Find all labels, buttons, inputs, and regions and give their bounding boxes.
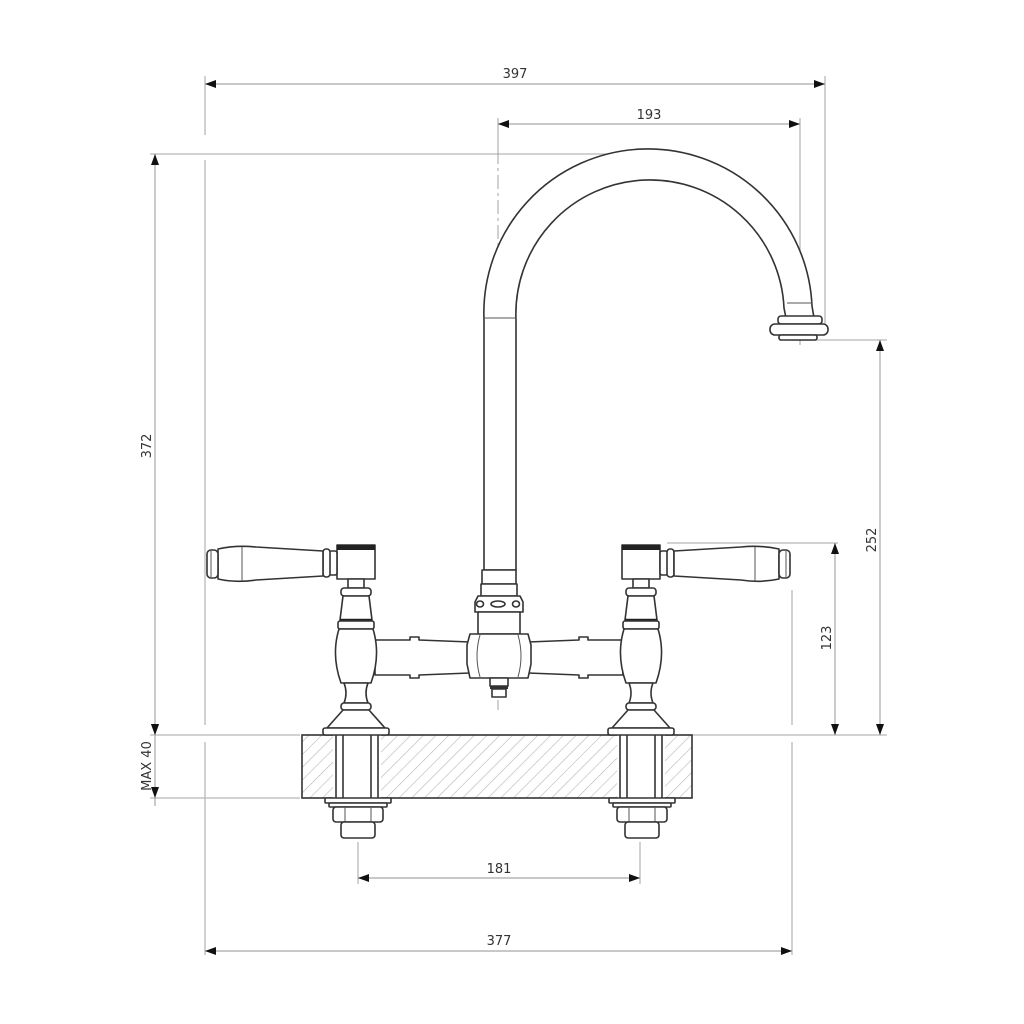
dim-label-377: 377 (487, 934, 512, 949)
dimension-377: 377 (205, 934, 792, 955)
central-hub (466, 569, 532, 698)
right-lever-handle (659, 545, 791, 583)
dim-label-252: 252 (865, 528, 880, 553)
dimension-397: 397 (205, 67, 825, 88)
right-fixing-nut (608, 797, 676, 839)
dimension-123: 123 (820, 543, 839, 735)
swan-neck-spout (483, 148, 829, 571)
dim-label-123: 123 (820, 626, 835, 651)
dim-label-193: 193 (637, 108, 662, 123)
left-fixing-nut (324, 797, 392, 839)
dim-label-397: 397 (503, 67, 528, 82)
right-valve-body (607, 544, 675, 736)
dimension-max-40: MAX 40 (140, 724, 159, 806)
dim-label-372: 372 (140, 434, 155, 459)
extension-lines (150, 76, 887, 955)
deck-section (301, 734, 693, 799)
dimension-372: 372 (140, 154, 159, 735)
dimension-193: 193 (498, 108, 800, 128)
left-lever-handle (206, 545, 338, 583)
left-valve-body (322, 544, 390, 736)
dimension-181: 181 (358, 862, 640, 882)
dimension-252: 252 (865, 340, 884, 735)
dim-label-max-40: MAX 40 (140, 741, 155, 791)
dim-label-181: 181 (487, 862, 512, 877)
